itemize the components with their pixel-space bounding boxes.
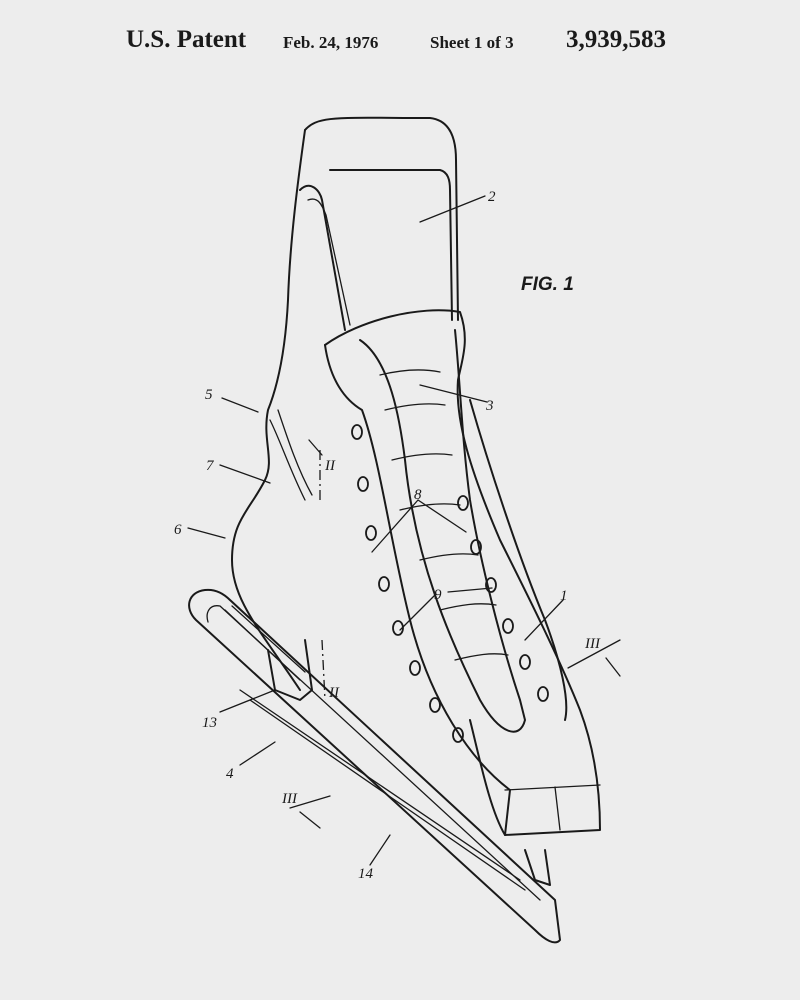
label-3: 3	[485, 398, 494, 414]
blade	[188, 588, 561, 944]
label-4: 4	[226, 766, 234, 782]
label-5: 5	[205, 387, 213, 403]
label-13: 13	[202, 715, 217, 731]
label-8: 8	[414, 487, 422, 503]
boot	[231, 116, 601, 836]
patent-number: 3,939,583	[566, 26, 666, 53]
eyelets	[351, 424, 549, 743]
label-7: 7	[206, 458, 215, 474]
patent-date: Feb. 24, 1976	[283, 33, 379, 52]
figure-caption: FIG. 1	[521, 274, 574, 295]
label-ii-top: II	[324, 458, 336, 474]
label-1: 1	[560, 588, 568, 604]
label-2: 2	[488, 189, 496, 205]
leader-lines	[187, 195, 621, 866]
patent-title: U.S. Patent	[126, 26, 247, 53]
label-6: 6	[174, 522, 182, 538]
label-9: 9	[434, 587, 442, 603]
sheet-number: Sheet 1 of 3	[430, 33, 514, 52]
label-ii-bottom: II	[328, 685, 340, 701]
label-14: 14	[358, 866, 374, 882]
label-iii-right: III	[584, 636, 601, 652]
label-iii-left: III	[281, 791, 298, 807]
